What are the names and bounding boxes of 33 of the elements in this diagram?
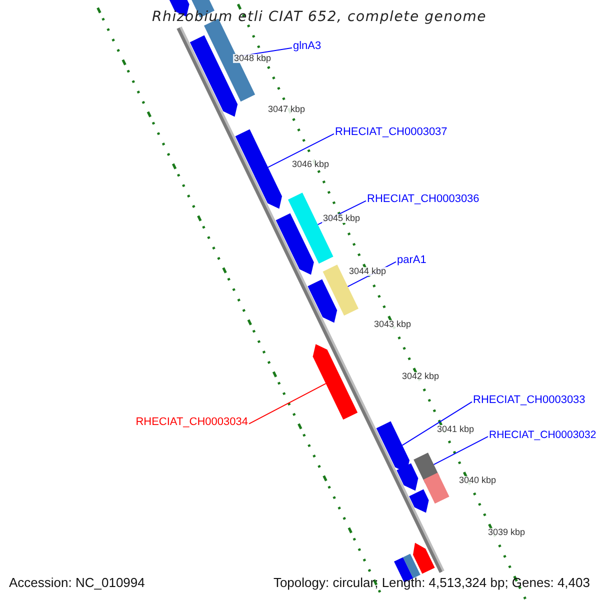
gene-feature xyxy=(403,554,420,578)
leader-line xyxy=(402,401,472,446)
tick-label: 3041 kbp xyxy=(436,425,476,434)
tick-label: 3043 kbp xyxy=(373,320,412,329)
leader-line xyxy=(248,383,326,424)
gene-label: RHECIAT_CH0003032 xyxy=(489,430,596,440)
gene-label: parA1 xyxy=(397,255,426,266)
gene-label: RHECIAT_CH0003036 xyxy=(367,194,480,205)
tick-label: 3042 kbp xyxy=(401,372,440,381)
leader-line xyxy=(433,436,488,466)
footer-text: Topology: circular; Length: 4,513,324 bp; Genes: 4,403 xyxy=(273,576,590,589)
tick-label: 3045 kbp xyxy=(322,214,362,223)
gene-label: RHECIAT_CH0003034 xyxy=(136,417,248,428)
gene-label: glnA3 xyxy=(293,41,322,52)
gene-feature xyxy=(276,213,314,275)
gene-feature xyxy=(396,463,418,491)
tick-label: 3040 kbp xyxy=(458,476,498,485)
tick-label: 3046 kbp xyxy=(291,160,330,169)
tick-label: 3044 kbp xyxy=(348,267,388,276)
leader-line xyxy=(268,133,334,168)
gene-feature xyxy=(423,472,450,504)
gene-label: RHECIAT_CH0003033 xyxy=(473,395,586,406)
footer-text: Accession: NC_010994 xyxy=(9,576,145,589)
tick-label: 3047 kbp xyxy=(267,105,306,114)
gene-feature xyxy=(413,542,435,574)
gene-label: RHECIAT_CH0003037 xyxy=(335,127,448,138)
tick-label: 3048 kbp xyxy=(233,54,272,63)
tick-label: 3039 kbp xyxy=(487,528,526,537)
gene-feature xyxy=(308,279,338,323)
title: Rhizobium etli CIAT 652, complete genome xyxy=(151,8,488,26)
gene-feature xyxy=(409,489,429,513)
gene-feature xyxy=(235,129,282,209)
gene-feature xyxy=(312,344,358,420)
